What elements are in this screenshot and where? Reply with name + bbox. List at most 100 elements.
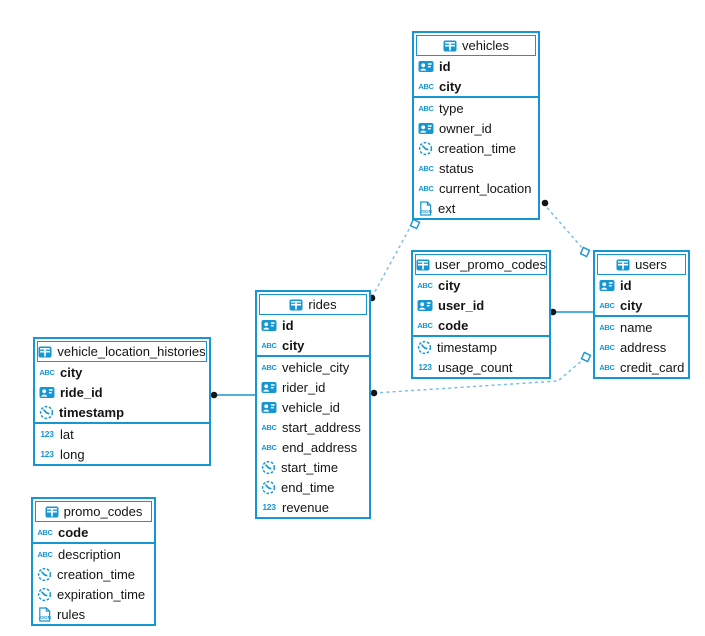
- field-name: usage_count: [438, 359, 513, 375]
- field-name: owner_id: [439, 120, 492, 136]
- text-type-icon: ABC: [599, 322, 615, 332]
- number-type-icon: 123: [418, 362, 432, 372]
- table-header[interactable]: user_promo_codes: [415, 254, 547, 275]
- number-type-icon: 123: [40, 429, 54, 439]
- field-row-pk: user_id: [413, 295, 549, 315]
- field-row: expiration_time: [33, 584, 154, 604]
- clock-icon: [417, 340, 432, 354]
- text-type-icon: ABC: [261, 442, 277, 452]
- clock-icon: [261, 460, 276, 474]
- field-row: ABC name: [595, 317, 688, 337]
- table-icon: [443, 40, 457, 51]
- table-name: rides: [308, 297, 337, 312]
- text-type-icon: ABC: [599, 342, 615, 352]
- field-row: creation_time: [414, 138, 538, 158]
- field-name: long: [60, 446, 85, 462]
- table-name: users: [635, 257, 667, 272]
- field-name: id: [282, 317, 294, 333]
- table-icon: [45, 506, 59, 517]
- text-type-icon: ABC: [418, 103, 434, 113]
- id-badge-icon: [599, 279, 615, 291]
- field-name: vehicle_id: [282, 399, 340, 415]
- field-row: 123 long: [35, 444, 209, 464]
- field-row-pk: ABC city: [414, 76, 538, 96]
- field-name: code: [438, 317, 469, 333]
- table-header[interactable]: users: [597, 254, 686, 275]
- field-row: timestamp: [413, 337, 549, 357]
- field-name: start_address: [282, 419, 361, 435]
- field-name: address: [620, 339, 667, 355]
- table-name: user_promo_codes: [434, 257, 547, 272]
- field-row: JSON rules: [33, 604, 154, 624]
- table-header[interactable]: promo_codes: [35, 501, 152, 522]
- section-divider: [257, 355, 369, 357]
- field-name: rider_id: [282, 379, 326, 395]
- field-row-pk: ride_id: [35, 382, 209, 402]
- table-header[interactable]: rides: [259, 294, 367, 315]
- field-name: user_id: [438, 297, 485, 313]
- field-name: timestamp: [437, 339, 497, 355]
- field-name: city: [439, 78, 462, 94]
- text-type-icon: ABC: [37, 527, 53, 537]
- table-icon: [416, 259, 430, 270]
- id-badge-icon: [261, 381, 277, 393]
- text-type-icon: ABC: [418, 81, 434, 91]
- table-header[interactable]: vehicles: [416, 35, 536, 56]
- text-type-icon: ABC: [418, 163, 434, 173]
- id-badge-icon: [418, 122, 434, 134]
- field-name: id: [439, 58, 451, 74]
- field-name: ext: [438, 200, 456, 216]
- field-row: ABC start_address: [257, 417, 369, 437]
- section-divider: [414, 96, 538, 98]
- field-name: start_time: [281, 459, 339, 475]
- table-name: promo_codes: [63, 504, 143, 519]
- json-icon: JSON: [38, 606, 52, 622]
- text-type-icon: ABC: [417, 280, 433, 290]
- endpoint-dot: [541, 199, 549, 207]
- field-name: type: [439, 100, 464, 116]
- field-row: ABC type: [414, 98, 538, 118]
- table-header[interactable]: vehicle_location_histories: [37, 341, 207, 362]
- section-divider: [595, 315, 688, 317]
- number-type-icon: 123: [40, 449, 54, 459]
- field-name: rules: [57, 606, 86, 622]
- field-name: revenue: [282, 499, 329, 515]
- id-badge-icon: [417, 299, 433, 311]
- field-row: creation_time: [33, 564, 154, 584]
- relationship-line-vehicles-users[interactable]: [542, 202, 585, 251]
- clock-icon: [261, 480, 276, 494]
- field-name: city: [282, 337, 305, 353]
- field-name: creation_time: [438, 140, 517, 156]
- text-type-icon: ABC: [599, 362, 615, 372]
- id-badge-icon: [261, 319, 277, 331]
- field-name: end_address: [282, 439, 358, 455]
- field-name: name: [620, 319, 653, 335]
- field-row: end_time: [257, 477, 369, 497]
- text-type-icon: ABC: [418, 183, 434, 193]
- table-icon: [38, 346, 52, 357]
- field-name: end_time: [281, 479, 335, 495]
- text-type-icon: ABC: [261, 422, 277, 432]
- field-name: vehicle_city: [282, 359, 350, 375]
- endpoint-diamond: [409, 218, 421, 230]
- section-divider: [413, 335, 549, 337]
- svg-text:JSON: JSON: [38, 615, 51, 620]
- relationship-line-rides-vehicles[interactable]: [371, 221, 414, 298]
- field-name: current_location: [439, 180, 532, 196]
